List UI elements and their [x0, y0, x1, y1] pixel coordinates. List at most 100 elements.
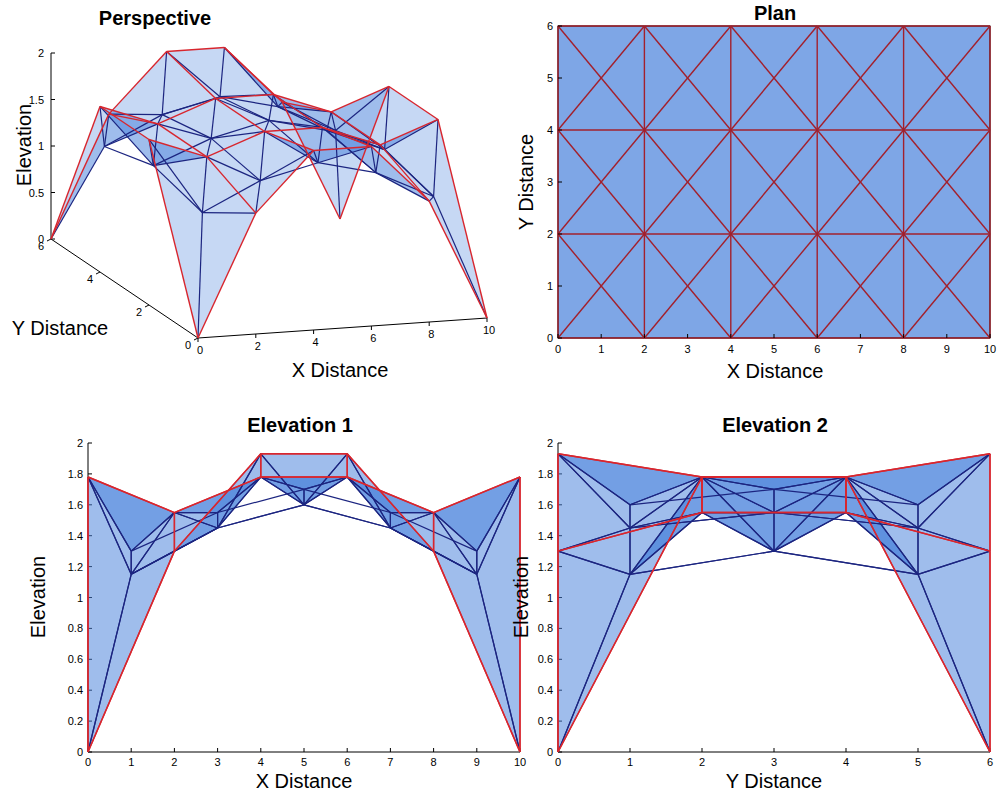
tick-label: 5 — [915, 757, 921, 768]
axis-line — [476, 748, 477, 752]
plan-member — [731, 233, 817, 234]
tick-label: 4 — [547, 125, 553, 136]
shell-face — [218, 454, 261, 528]
top-chord — [261, 476, 347, 477]
top-chord — [282, 102, 331, 112]
truss-member — [558, 454, 630, 528]
truss-member — [429, 197, 433, 202]
top-chord — [701, 477, 702, 513]
top-chord — [702, 476, 846, 477]
shell-face — [149, 139, 202, 338]
top-chord — [256, 151, 314, 214]
truss-member — [174, 513, 217, 528]
tick-label: 0 — [547, 747, 553, 758]
plan-member — [904, 129, 990, 130]
truss-member — [131, 551, 132, 574]
axis-line — [702, 748, 703, 752]
shell-face — [434, 551, 520, 752]
truss-member — [846, 477, 918, 574]
axis-line — [946, 334, 947, 338]
axis-label: Elevation — [14, 104, 34, 186]
truss-member — [304, 505, 390, 528]
truss-member — [174, 528, 217, 551]
plan-member — [644, 130, 687, 182]
top-chord — [174, 513, 175, 552]
plan-member — [774, 234, 817, 286]
axis-line — [558, 338, 562, 339]
tick-label: 6 — [344, 757, 350, 768]
plan-member — [903, 130, 904, 234]
truss-member — [434, 513, 477, 552]
top-chord — [347, 477, 433, 513]
axis-line — [88, 443, 92, 444]
truss-member — [218, 454, 261, 528]
truss-member — [434, 197, 487, 318]
axis-line — [558, 443, 562, 444]
top-chord — [380, 145, 429, 201]
tick-label: 1 — [547, 281, 553, 292]
shell-face — [630, 477, 702, 574]
tick-label: 1.5 — [29, 94, 44, 105]
axis-line — [145, 305, 149, 307]
tick-label: 1.2 — [538, 561, 553, 572]
top-chord — [558, 477, 702, 752]
top-chord — [207, 131, 265, 156]
top-chord — [558, 454, 702, 477]
tick-label: 4 — [843, 757, 849, 768]
tick-label: 6 — [814, 344, 820, 355]
shell-face — [158, 124, 211, 157]
top-chord — [88, 477, 174, 513]
plan-member — [688, 26, 731, 78]
plan-member — [644, 234, 645, 338]
tick-label: 0 — [555, 757, 561, 768]
plan-member — [860, 26, 903, 78]
top-chord — [109, 114, 158, 124]
shell-face — [51, 106, 104, 239]
axis-line — [918, 748, 919, 752]
top-chord — [558, 454, 702, 477]
truss-member — [218, 505, 304, 528]
tick-label: 10 — [514, 757, 526, 768]
tick-label: 0.4 — [68, 685, 83, 696]
truss-member — [846, 477, 918, 528]
truss-member — [220, 97, 269, 121]
truss-member — [917, 505, 918, 528]
axis-line — [644, 334, 645, 338]
plan-fill — [558, 26, 990, 338]
top-chord — [845, 477, 846, 513]
elevation2-axes — [558, 443, 990, 752]
axis-line — [131, 748, 132, 752]
tick-label: 1 — [38, 141, 44, 152]
truss-member — [304, 454, 347, 505]
tick-label: 1.4 — [538, 530, 553, 541]
top-chord — [347, 454, 433, 551]
truss-member — [702, 477, 774, 513]
tick-label: 1.6 — [538, 499, 553, 510]
plan-member — [601, 130, 644, 182]
shell-face — [434, 119, 487, 318]
truss-member — [630, 551, 774, 574]
axis-line — [558, 26, 562, 27]
tick-label: 4 — [258, 757, 264, 768]
axis-line — [429, 322, 430, 326]
truss-member — [88, 477, 131, 551]
plan-member — [601, 26, 644, 78]
axis-line — [51, 146, 55, 147]
truss-member — [774, 477, 846, 513]
tick-label: 9 — [474, 757, 480, 768]
truss-member — [273, 94, 326, 130]
shell-face — [174, 454, 260, 551]
shell-face — [558, 551, 630, 752]
truss-member — [265, 120, 269, 131]
top-chord — [846, 477, 990, 752]
axis-line — [487, 318, 488, 322]
top-chord — [433, 513, 434, 552]
plan-member — [903, 234, 904, 338]
truss-member — [347, 454, 390, 528]
plan-member — [817, 26, 860, 78]
truss-member — [304, 505, 390, 528]
truss-member — [153, 138, 211, 165]
plan-member — [731, 25, 817, 26]
plan-member — [904, 182, 947, 234]
top-chord — [846, 454, 990, 477]
